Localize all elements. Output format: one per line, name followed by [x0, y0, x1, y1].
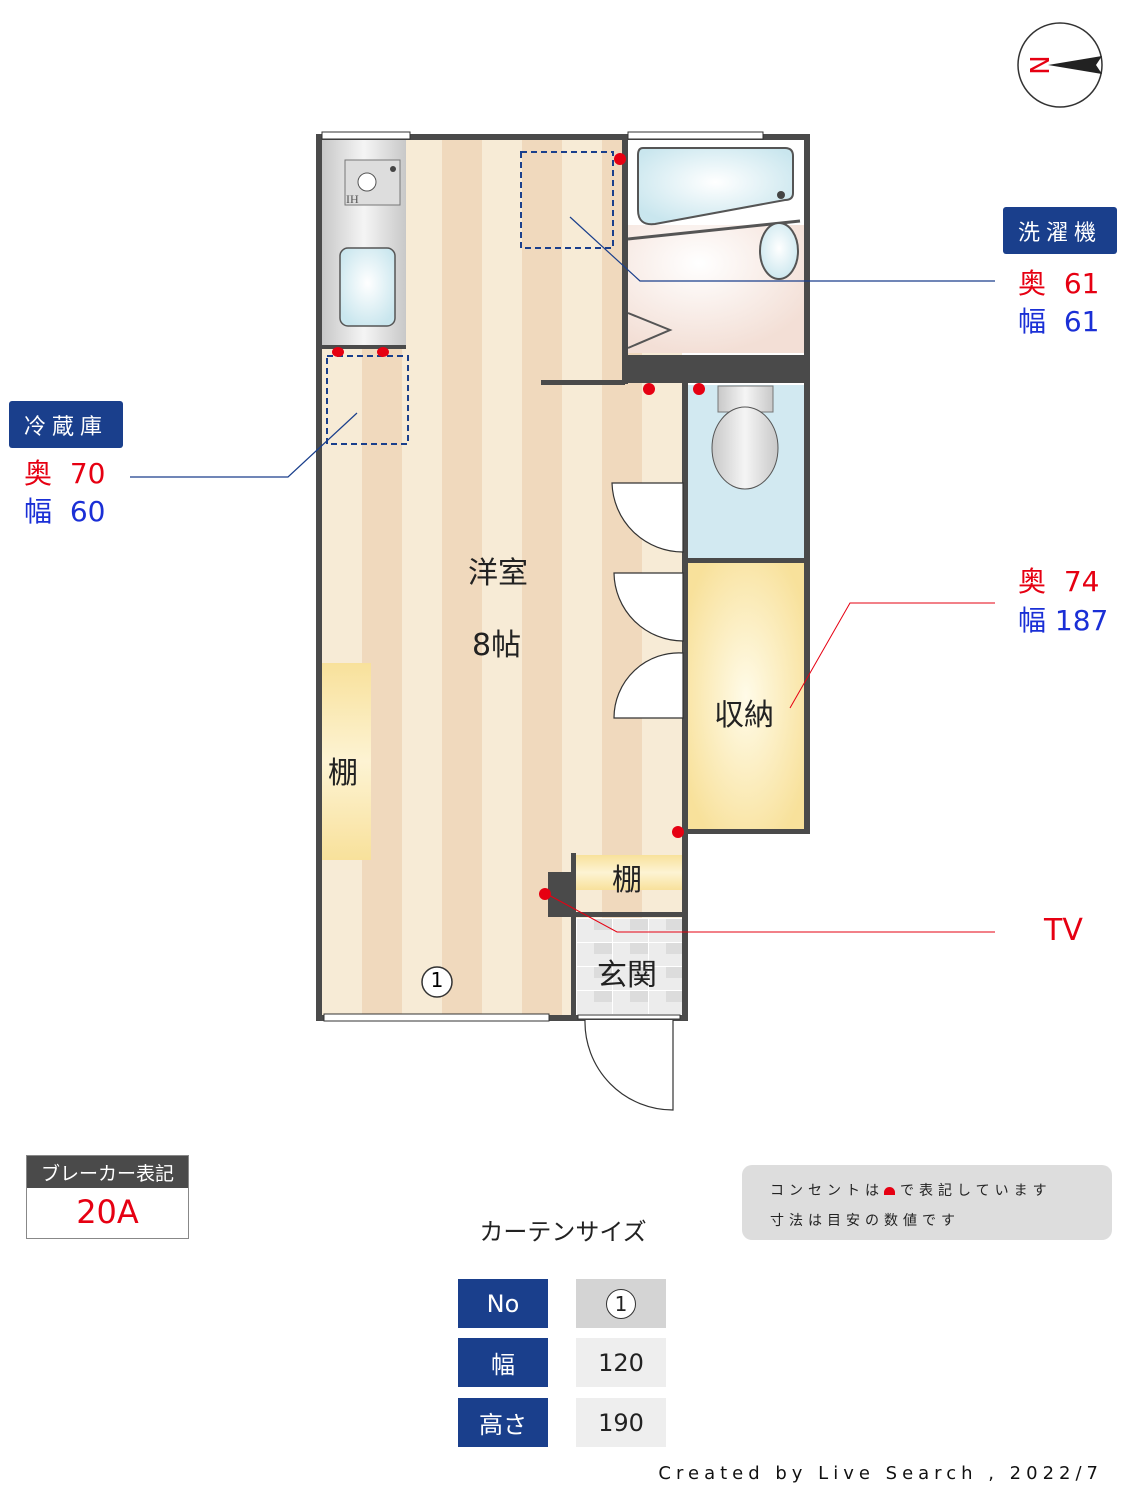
note-text-2: 寸法は目安の数値です	[770, 1213, 960, 1229]
footer-credit: Created by Live Search , 2022/7	[658, 1463, 1103, 1484]
tv-label: TV	[1044, 913, 1083, 948]
ih-label: IH	[346, 192, 359, 206]
washer-width-label: 幅	[1018, 305, 1047, 338]
curtain-head-no: No	[458, 1279, 548, 1328]
room-label-shelf-left: 棚	[328, 756, 358, 791]
room-size: 8帖	[472, 628, 522, 663]
room-label-western: 洋室	[468, 556, 528, 591]
note-text-a: コンセントは	[770, 1183, 884, 1199]
breaker-title: ブレーカー表記	[27, 1156, 188, 1188]
compass-icon: N	[1017, 22, 1103, 108]
curtain-head-width: 幅	[458, 1338, 548, 1387]
storage-width: 187	[1054, 604, 1109, 637]
storage-depth-label: 奥	[1018, 565, 1047, 598]
svg-text:N: N	[1026, 55, 1056, 74]
room-label-storage: 収納	[714, 698, 774, 733]
outlet-icon	[884, 1187, 895, 1195]
curtain-head-height: 高さ	[458, 1398, 548, 1447]
room-label-entrance: 玄関	[597, 958, 657, 993]
washer-depth-label: 奥	[1018, 267, 1047, 300]
fridge-depth: 70	[69, 457, 106, 490]
washer-badge: 洗濯機	[1003, 207, 1117, 254]
curtain-title: カーテンサイズ	[479, 1218, 647, 1246]
storage-width-label: 幅	[1018, 604, 1047, 637]
washer-width: 61	[1063, 305, 1100, 338]
outlet-markers	[332, 153, 705, 900]
fridge-width-label: 幅	[24, 495, 53, 528]
curtain-value-width: 120	[576, 1338, 666, 1387]
fridge-depth-label: 奥	[24, 457, 53, 490]
note-text-b: で表記しています	[900, 1183, 1052, 1199]
breaker-box: ブレーカー表記 20A	[26, 1155, 189, 1239]
note-box: コンセントはで表記しています 寸法は目安の数値です	[742, 1165, 1112, 1240]
window-marker: 1	[430, 968, 444, 992]
curtain-value-height: 190	[576, 1398, 666, 1447]
breaker-value: 20A	[76, 1193, 139, 1231]
room-label-shelf-entry: 棚	[612, 863, 642, 898]
washer-depth: 61	[1063, 267, 1100, 300]
curtain-value-no: 1	[576, 1279, 666, 1328]
fridge-badge: 冷蔵庫	[9, 401, 123, 448]
storage-depth: 74	[1063, 565, 1100, 598]
fridge-width: 60	[69, 495, 106, 528]
